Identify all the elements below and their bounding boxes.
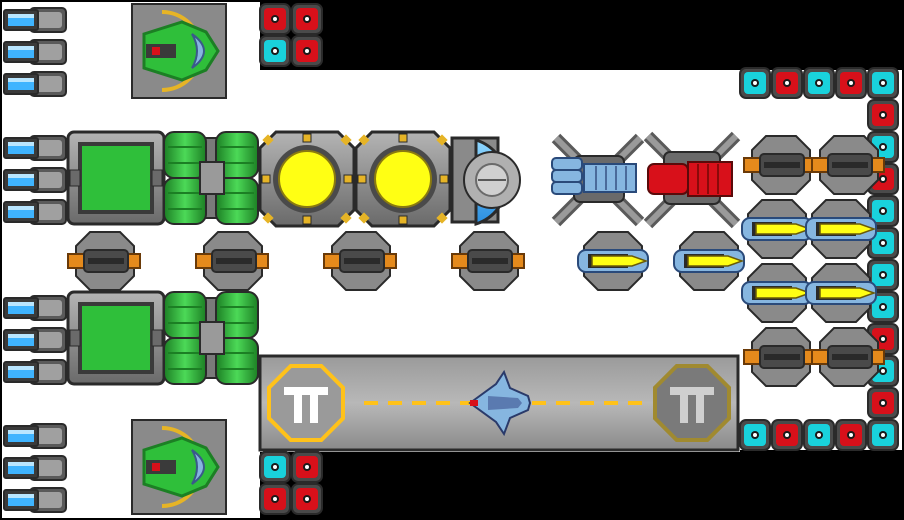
blue-cannon[interactable] <box>551 133 645 227</box>
red-armor-block[interactable] <box>291 35 323 67</box>
landing-pad[interactable] <box>653 364 731 442</box>
orange-turret[interactable] <box>743 327 817 387</box>
cyan-armor-block[interactable] <box>259 451 291 483</box>
cyan-armor-block[interactable] <box>867 67 899 99</box>
yellow-missile-pod[interactable] <box>741 199 813 259</box>
thruster-module[interactable] <box>3 423 67 449</box>
orange-turret[interactable] <box>195 231 269 291</box>
red-cannon[interactable] <box>643 131 741 229</box>
cargo-bay[interactable] <box>66 130 166 226</box>
yellow-missile-pod[interactable] <box>805 199 877 259</box>
hangar-runway[interactable] <box>258 354 740 452</box>
red-armor-block[interactable] <box>835 67 867 99</box>
red-armor-block[interactable] <box>291 451 323 483</box>
thruster-module[interactable] <box>3 295 67 321</box>
yellow-missile-pod[interactable] <box>673 231 745 291</box>
thruster-module[interactable] <box>3 7 67 33</box>
red-armor-block[interactable] <box>835 419 867 451</box>
red-armor-block[interactable] <box>291 483 323 515</box>
yellow-missile-pod[interactable] <box>577 231 649 291</box>
yellow-missile-pod[interactable] <box>741 263 813 323</box>
hangar-runway[interactable] <box>258 354 740 452</box>
thruster-module[interactable] <box>3 71 67 97</box>
yellow-missile-pod[interactable] <box>805 263 877 323</box>
armor-blocks <box>259 3 899 515</box>
red-armor-block[interactable] <box>259 483 291 515</box>
green-fuel-tank[interactable] <box>163 291 259 385</box>
main-modules <box>66 130 521 386</box>
thruster-module[interactable] <box>3 327 67 353</box>
thruster-column <box>3 7 67 513</box>
red-armor-block[interactable] <box>771 67 803 99</box>
orange-turret[interactable] <box>743 135 817 195</box>
thruster-module[interactable] <box>3 39 67 65</box>
fighter-bays <box>131 3 227 515</box>
green-fighter-bay[interactable] <box>131 419 227 515</box>
thruster-module[interactable] <box>3 135 67 161</box>
cargo-bay[interactable] <box>66 290 166 386</box>
red-armor-block[interactable] <box>867 387 899 419</box>
yellow-reactor-core[interactable] <box>258 130 356 228</box>
red-armor-block[interactable] <box>259 3 291 35</box>
orange-turret[interactable] <box>323 231 397 291</box>
red-armor-block[interactable] <box>771 419 803 451</box>
cyan-armor-block[interactable] <box>259 35 291 67</box>
docked-fighter-ship[interactable] <box>468 369 532 437</box>
cyan-armor-block[interactable] <box>867 419 899 451</box>
thruster-module[interactable] <box>3 487 67 513</box>
orange-turret[interactable] <box>451 231 525 291</box>
cyan-armor-block[interactable] <box>803 419 835 451</box>
red-armor-block[interactable] <box>291 3 323 35</box>
red-armor-block[interactable] <box>867 99 899 131</box>
weapon-modules <box>67 131 885 387</box>
thruster-module[interactable] <box>3 199 67 225</box>
cyan-armor-block[interactable] <box>867 259 899 291</box>
cyan-armor-block[interactable] <box>739 419 771 451</box>
landing-pad[interactable] <box>267 364 345 442</box>
orange-turret[interactable] <box>811 135 885 195</box>
thruster-module[interactable] <box>3 167 67 193</box>
cyan-armor-block[interactable] <box>803 67 835 99</box>
cyan-armor-block[interactable] <box>739 67 771 99</box>
green-fighter-bay[interactable] <box>131 3 227 99</box>
thruster-module[interactable] <box>3 455 67 481</box>
yellow-reactor-core[interactable] <box>354 130 452 228</box>
shield-generator[interactable] <box>450 136 521 227</box>
green-fuel-tank[interactable] <box>163 131 259 225</box>
thruster-module[interactable] <box>3 359 67 385</box>
orange-turret[interactable] <box>67 231 141 291</box>
orange-turret[interactable] <box>811 327 885 387</box>
